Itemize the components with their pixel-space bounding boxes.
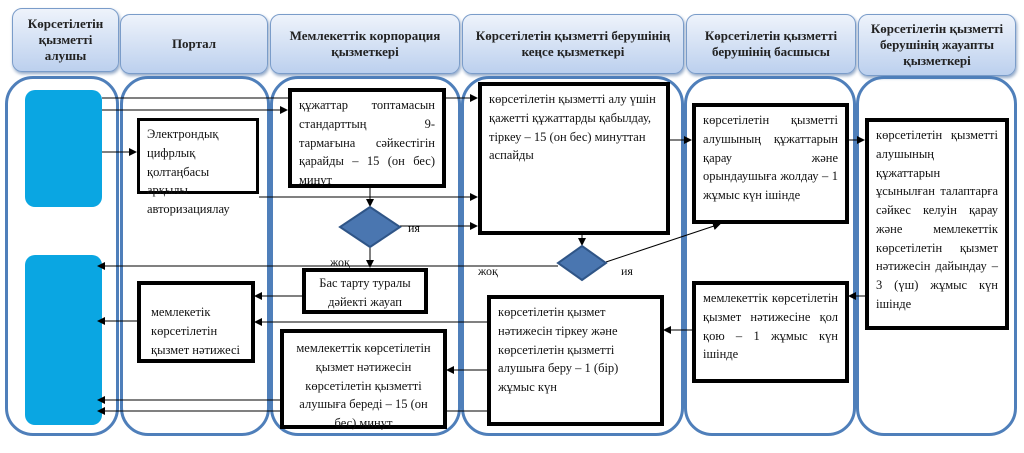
- recipient-end-block: [25, 255, 102, 425]
- lane-responsible: [856, 76, 1017, 436]
- head-review-box: көрсетілетін қызметті алушының құжаттары…: [692, 103, 849, 224]
- header-office-staff: Көрсетілетін қызметті берушінің кеңсе қы…: [462, 14, 684, 74]
- header-service-recipient: Көрсетілетін қызметті алушы: [12, 8, 119, 72]
- header-portal: Портал: [120, 14, 268, 74]
- office-accept-box: көрсетілетін қызметті алу үшін қажетті қ…: [478, 82, 670, 235]
- staff-prepare-box: көрсетілетін қызметті алушының құжаттары…: [865, 118, 1009, 330]
- decision-diamond-2: [556, 244, 608, 282]
- header-responsible-staff: Көрсетілетін қызметті берушінің жауапты …: [858, 14, 1016, 76]
- check-docs-box: құжаттар топтамасын стандарттың 9-тармағ…: [288, 88, 446, 188]
- lane-office: [461, 76, 684, 436]
- lane-corporation: [270, 76, 461, 436]
- refusal-box: Бас тарту туралы дәйекті жауап: [302, 268, 428, 314]
- head-sign-box: мемлекеттік көрсетілетін қызмет нәтижесі…: [692, 281, 849, 383]
- header-state-corporation: Мемлекеттік корпорация қызметкері: [270, 14, 460, 74]
- portal-auth-box: Электрондық цифрлық қолтаңбасы арқылы ав…: [137, 118, 259, 216]
- office-register-box: көрсетілетін қызмет нәтижесін тіркеу жән…: [487, 295, 664, 426]
- label-no-1: жоқ: [330, 255, 350, 269]
- decision-diamond-1: [338, 205, 402, 249]
- lane-recipient: [5, 76, 119, 436]
- recipient-start-block: [25, 90, 102, 207]
- lane-head: [684, 76, 856, 436]
- header-head: Көрсетілетін қызметті берушінің басшысы: [686, 14, 856, 74]
- lane-portal: [120, 76, 270, 436]
- label-yes-1: ия: [408, 221, 420, 235]
- portal-result-box: мемлекетік көрсетілетін қызмет нәтижесі: [137, 281, 255, 363]
- issue-result-box: мемлекеттік көрсетілетін қызмет нәтижесі…: [280, 329, 447, 430]
- label-no-2: жоқ: [478, 264, 498, 278]
- label-yes-2: ия: [621, 264, 633, 278]
